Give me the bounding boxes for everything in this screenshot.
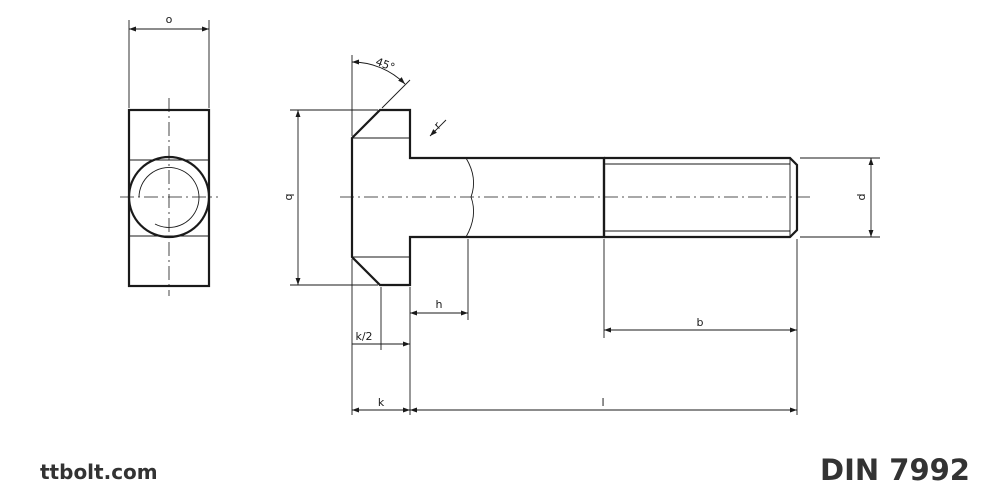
o-label: o: [166, 13, 173, 26]
website-label: ttbolt.com: [40, 460, 158, 484]
h-label: h: [436, 298, 443, 311]
q-label: q: [282, 194, 295, 201]
b-label: b: [697, 316, 704, 329]
head-outline: [350, 108, 606, 287]
neck-fillet: [465, 157, 475, 238]
end-view: o: [120, 13, 218, 296]
standard-label: DIN 7992: [820, 453, 970, 487]
thread-circle: [138, 167, 200, 228]
angle-label: 45°: [374, 55, 397, 74]
d-label: d: [855, 194, 868, 201]
angle-chamfer-extension: [381, 79, 411, 109]
r-leader: [429, 119, 447, 137]
side-view: q d 45° r h b k/2 k l: [282, 55, 880, 415]
k-half-label: k/2: [355, 330, 372, 343]
angle-arc: [351, 59, 406, 85]
r-label: r: [431, 119, 444, 132]
k-label: k: [378, 396, 385, 409]
thread-outline: [604, 156, 799, 239]
l-label: l: [601, 396, 604, 409]
